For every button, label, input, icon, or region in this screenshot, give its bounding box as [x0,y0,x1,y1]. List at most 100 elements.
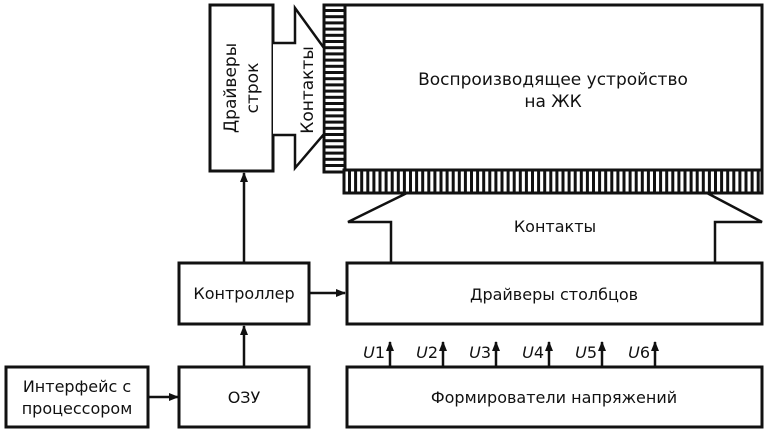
contact-pin [592,170,595,193]
contact-pin [324,64,345,68]
ram-block: ОЗУ [177,365,311,429]
contact-pin [366,170,370,193]
contact-pin [720,170,724,193]
contact-pin [390,170,394,193]
contact-pin [451,170,455,193]
contact-pin [378,170,382,193]
voltage-label: U5 [575,343,597,362]
contact-pin [714,170,717,193]
contact-pin [567,170,571,193]
contact-pin [494,170,498,193]
contact-pin [439,170,443,193]
contact-pin [324,95,345,99]
contact-pin [543,170,547,193]
row-contacts-arrow: Контакты [273,4,326,172]
contact-pin [324,46,345,50]
contact-pin [427,170,431,193]
contact-pin [610,170,614,193]
voltage-label: U3 [469,343,491,362]
contact-pin [324,126,345,130]
voltage-label: U1 [363,343,385,362]
contact-pin [634,170,638,193]
contact-pin [482,170,486,193]
contact-pin [598,170,602,193]
contact-pin [324,133,345,136]
contact-pin [616,170,620,193]
contact-pin [512,170,516,193]
contact-pin [324,108,345,112]
contact-pin [324,151,345,155]
contact-pin [518,170,522,193]
row-contacts-label: Контакты [298,46,318,134]
row-contact-strip [322,3,347,174]
contact-pin [756,170,760,193]
ram-label: ОЗУ [228,388,261,407]
column-contacts-arrow: Контакты [347,191,763,263]
contact-pin [324,114,345,118]
contact-pin [500,170,504,193]
voltage-formers-block: Формирователи напряжений [345,365,764,429]
contact-pin [701,170,705,193]
contact-pin [695,170,699,193]
contact-pin [433,170,437,193]
lcd-display-block: Воспроизводящее устройство на ЖК [342,3,764,173]
contact-pin [573,170,577,193]
contact-pin [324,21,345,25]
column-drivers-block: Драйверы столбцов [345,261,764,326]
contact-pin [463,170,467,193]
controller-label: Контроллер [193,284,294,303]
contact-pin [396,170,400,193]
contact-pin [628,170,632,193]
contact-pin [372,170,376,193]
contact-pin [324,58,345,62]
contact-pin [555,170,559,193]
contact-pin [640,170,644,193]
contact-pin [324,83,345,87]
contact-pin [531,170,534,193]
contact-pin [324,157,345,161]
contact-pin [445,170,449,193]
contact-pin [324,40,345,43]
contact-pin [324,71,345,74]
contact-pin [750,170,754,193]
contact-pin [585,170,589,193]
contact-pin [707,170,711,193]
contact-pin [324,27,345,31]
controller-block: Контроллер [177,261,311,326]
column-contact-strip [342,168,764,195]
contact-pin [476,170,480,193]
contact-pin [646,170,650,193]
contact-pin [421,170,425,193]
contact-pin [409,170,412,193]
contact-pin [524,170,528,193]
processor-interface-block: Интерфейс с процессором [4,365,150,429]
voltage-label: U4 [522,343,544,362]
contact-pin [653,170,656,193]
contact-pin [324,139,345,143]
voltage-label: U6 [628,343,650,362]
contact-pin [561,170,565,193]
contact-pin [677,170,681,193]
row-drivers-label-line1: Драйверы [221,43,241,133]
contact-pin [738,170,742,193]
contact-pin [579,170,583,193]
contact-pin [402,170,406,193]
contact-pin [324,9,345,12]
interface-label-line1: Интерфейс с [23,377,131,396]
lcd-display-label-line2: на ЖК [524,92,581,112]
contact-pin [354,170,358,193]
contact-pin [604,170,608,193]
contact-pin [689,170,693,193]
contact-pin [324,77,345,81]
contact-pin [488,170,492,193]
contact-pin [360,170,364,193]
column-drivers-label: Драйверы столбцов [470,285,638,304]
contact-pin [622,170,626,193]
contact-pin [384,170,388,193]
contact-pin [324,145,345,149]
contact-pin [671,170,675,193]
contact-pin [348,170,351,193]
contact-pin [726,170,730,193]
